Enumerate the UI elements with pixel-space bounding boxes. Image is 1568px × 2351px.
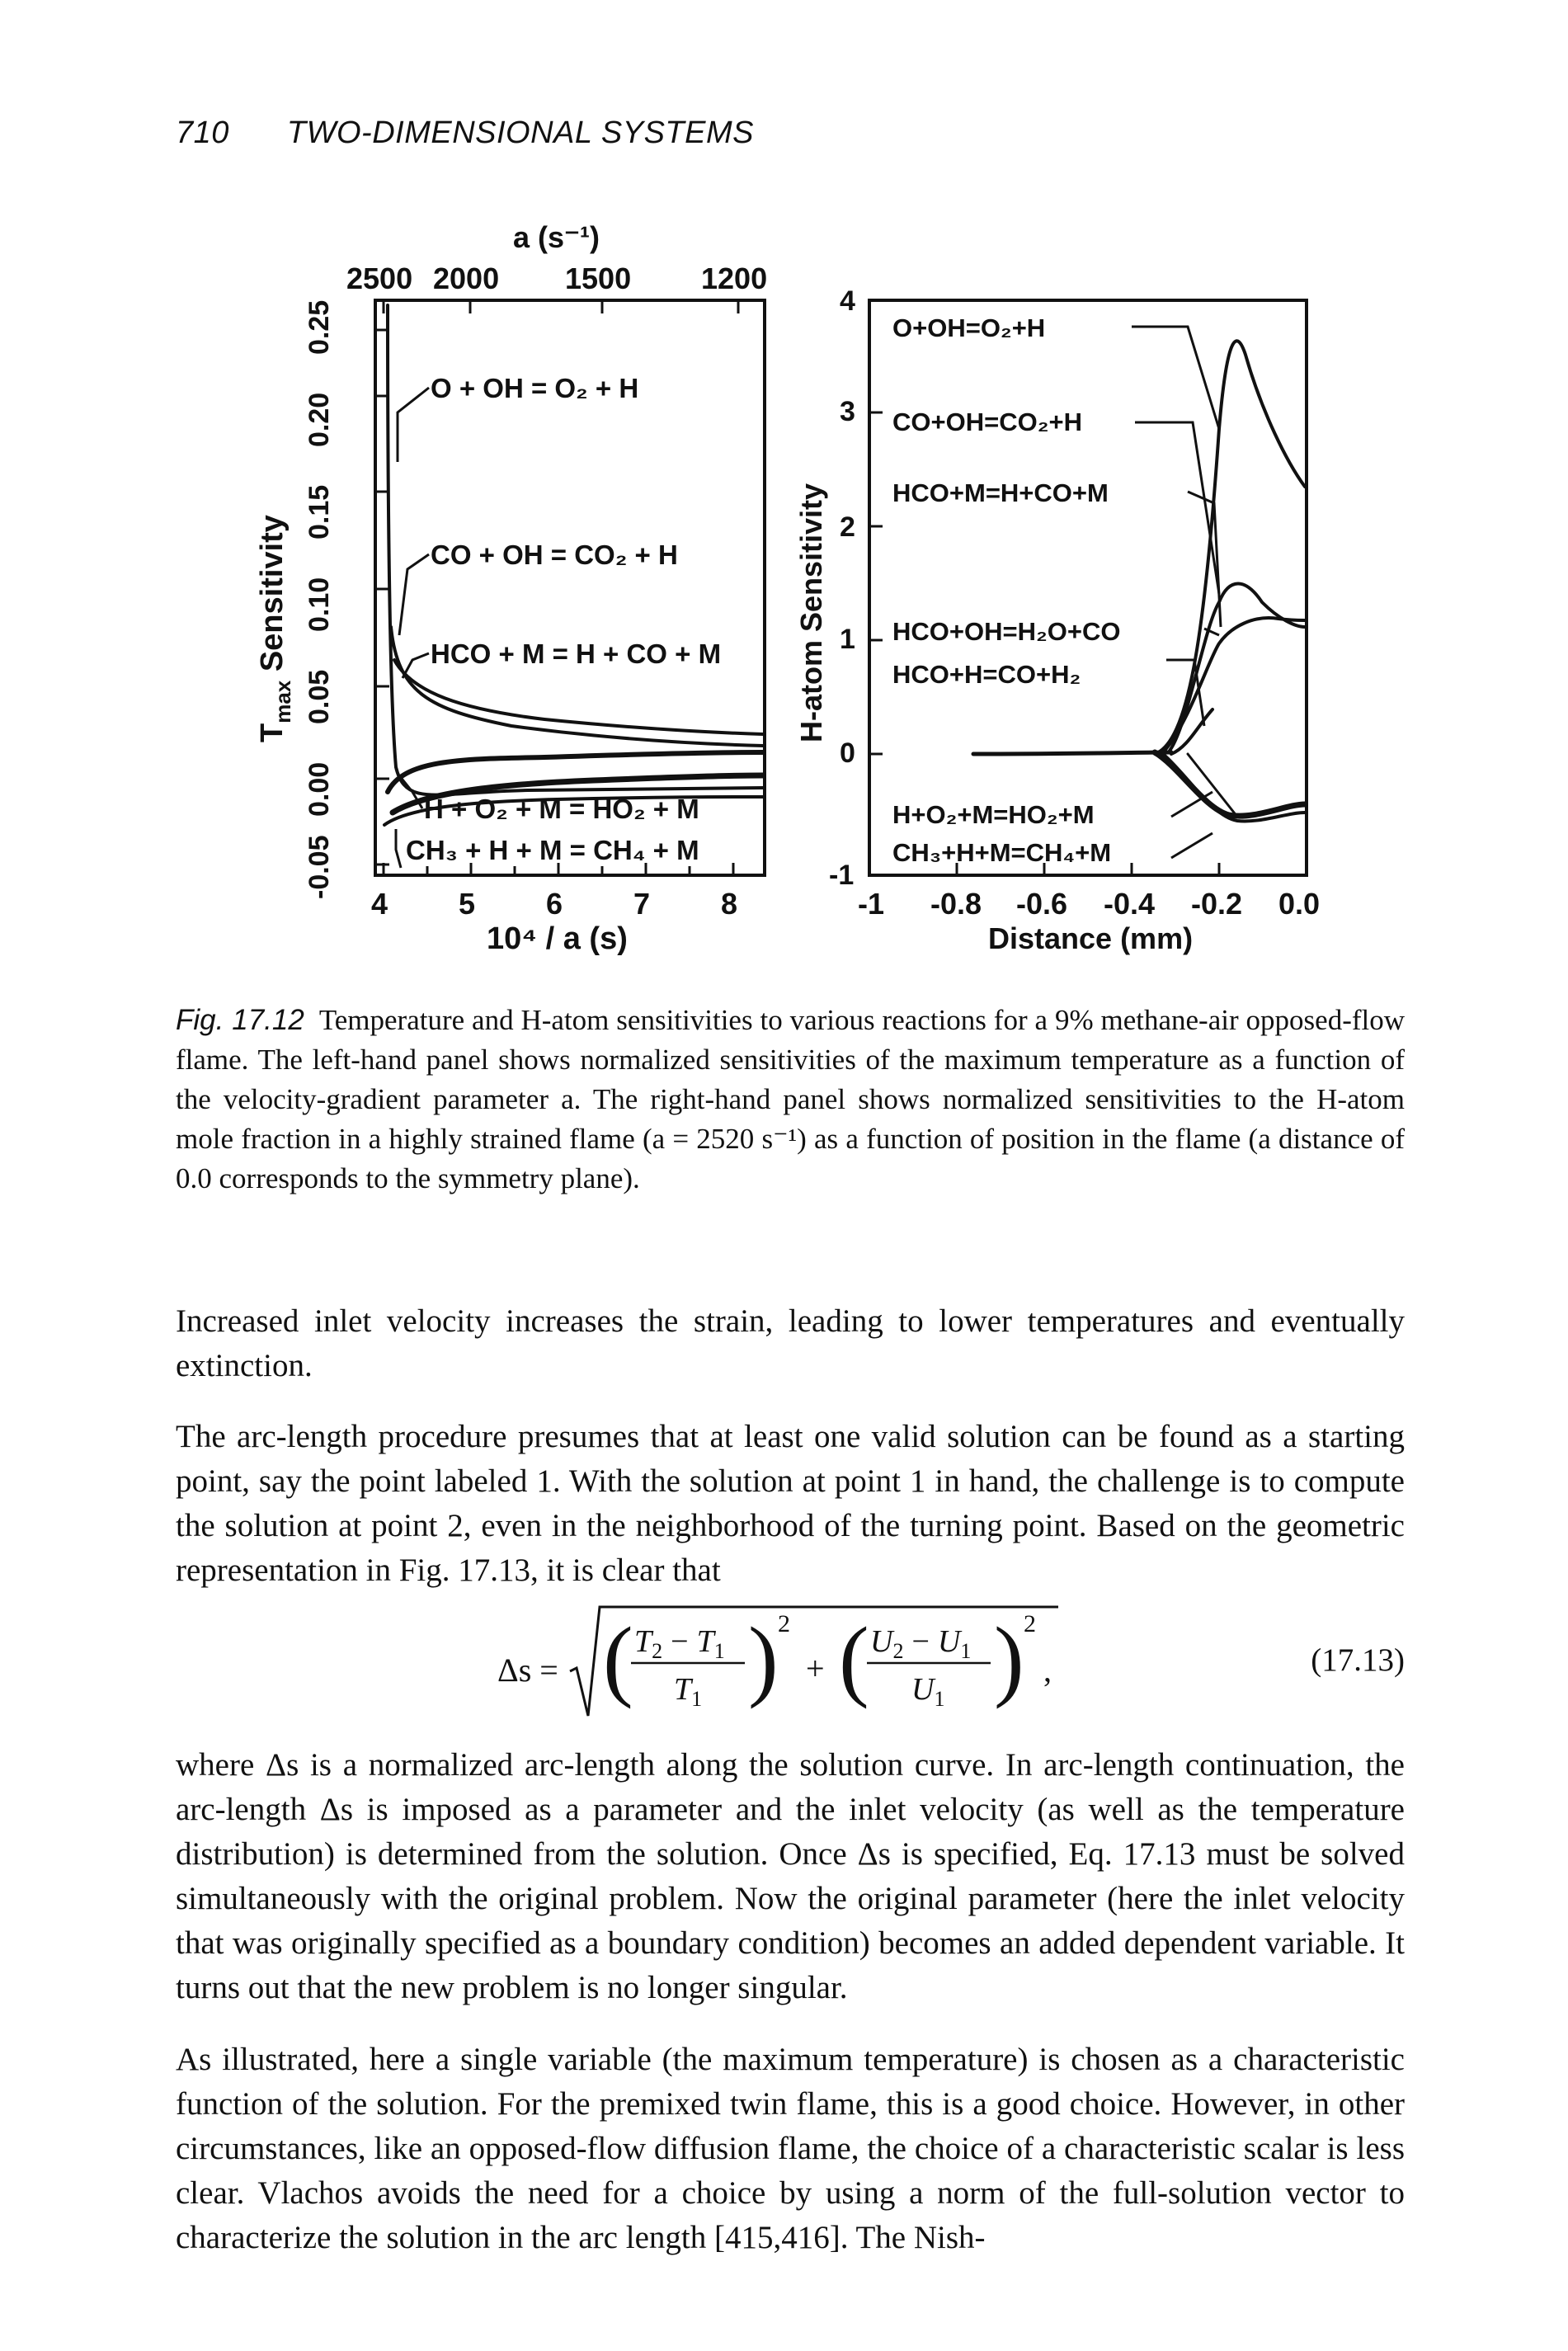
left-y-tick-005: 0.05: [304, 670, 335, 724]
curve-co-oh: [389, 625, 765, 747]
caption-label: Fig. 17.12: [176, 1004, 304, 1036]
annot-o-oh: O + OH = O₂ + H: [431, 373, 638, 403]
svg-text:T2−T1: T2−T1: [634, 1624, 725, 1663]
curve-zero-right: [971, 750, 1174, 756]
curve-ch3-h: [383, 795, 765, 827]
curve-hco-oh-right: [1161, 616, 1307, 754]
equation-17-13: Δs = ( T2−T1 T1 ) 2 + ( U2−U1 U1 ) 2 , (…: [176, 1592, 1405, 1732]
right-annotations: O+OH=O₂+H CO+OH=CO₂+H HCO+M=H+CO+M HCO+O…: [892, 313, 1120, 867]
eq-lhs: Δs =: [497, 1651, 558, 1689]
right-y-axis-label: H-atom Sensitivity: [794, 483, 828, 742]
eq-rparen-2: ): [994, 1609, 1024, 1709]
right-x-axis-label: Distance (mm): [988, 921, 1193, 955]
left-leaders: [394, 386, 430, 869]
right-y-ticks: 4 3 2 1 0 -1: [829, 285, 855, 891]
svg-text:2: 2: [778, 1610, 790, 1637]
right-y-tick-2: 2: [840, 511, 855, 543]
curve-co-oh-right: [1168, 582, 1307, 752]
eq-lparen-2: (: [839, 1609, 869, 1709]
svg-text:+: +: [806, 1650, 825, 1687]
right-x-ticks: -1 -0.8 -0.6 -0.4 -0.2 0.0: [858, 887, 1320, 921]
svg-text:U2−U1: U2−U1: [870, 1624, 971, 1663]
equation-number: (17.13): [1311, 1642, 1405, 1678]
annot-right-co-oh: CO+OH=CO₂+H: [892, 408, 1082, 436]
left-y-tick-015: 0.15: [304, 485, 335, 539]
right-x-tick-m1: -1: [858, 887, 884, 921]
right-y-tick-0: 0: [840, 737, 855, 769]
annot-right-o-oh: O+OH=O₂+H: [892, 313, 1045, 342]
left-top-tick-1200: 1200: [701, 261, 767, 295]
annot-right-h-o2: H+O₂+M=HO₂+M: [892, 800, 1095, 829]
right-plot-frame: [868, 299, 1308, 877]
svg-text:T1: T1: [674, 1672, 702, 1711]
left-y-tick-025: 0.25: [304, 300, 335, 355]
curve-o-oh-right: [1153, 339, 1307, 756]
paragraph-3: where Δs is a normalized arc-length alon…: [176, 1747, 1405, 2005]
paragraph-4: As illustrated, here a single variable (…: [176, 2042, 1405, 2255]
curve-hco-m: [393, 658, 765, 736]
curve-hco-h-right: [1170, 708, 1214, 756]
left-panel: a (s⁻¹) 2500 2000 1500 1200 -0.05 0.00 0…: [255, 220, 767, 956]
running-head: 710 TWO-DIMENSIONAL SYSTEMS: [176, 115, 754, 151]
left-top-tick-2000: 2000: [433, 261, 499, 295]
svg-text:U1: U1: [911, 1672, 944, 1711]
left-x-tick-8: 8: [721, 887, 737, 921]
annot-right-ch3-h: CH₃+H+M=CH₄+M: [892, 838, 1111, 867]
right-x-tick-m06: -0.6: [1016, 887, 1067, 921]
curve-ch3-h-right: [1161, 752, 1307, 823]
page-number: 710: [176, 115, 229, 150]
paragraph-1: Increased inlet velocity increases the s…: [176, 1303, 1405, 1383]
paragraph-2: The arc-length procedure presumes that a…: [176, 1419, 1405, 1588]
left-x-tick-7: 7: [633, 887, 650, 921]
svg-text:2: 2: [1024, 1610, 1036, 1637]
left-y-tick-m005: -0.05: [304, 836, 335, 900]
right-y-tick-3: 3: [840, 396, 855, 427]
left-x-tick-6: 6: [546, 887, 563, 921]
left-y-tick-000: 0.00: [304, 762, 335, 817]
curve-h-o2: [389, 772, 766, 816]
left-top-tick-1500: 1500: [565, 261, 631, 295]
right-y-tick-m1: -1: [829, 860, 854, 891]
right-x-tick-00: 0.0: [1278, 887, 1320, 921]
right-x-tick-m04: -0.4: [1104, 887, 1155, 921]
left-y-axis-label: Tmax Sensitivity: [255, 515, 295, 742]
right-y-tick-4: 4: [840, 285, 855, 317]
annot-hco-m: HCO + M = H + CO + M: [431, 638, 721, 669]
running-title: TWO-DIMENSIONAL SYSTEMS: [286, 115, 754, 150]
eq-radical: [569, 1605, 1058, 1717]
annot-ch3-h: CH₃ + H + M = CH₄ + M: [406, 835, 699, 865]
eq-rparen-1: ): [748, 1609, 779, 1709]
right-panel: 4 3 2 1 0 -1 H-atom Sensitivity -1 -0.8 …: [794, 285, 1320, 955]
right-x-tick-m02: -0.2: [1191, 887, 1242, 921]
curve-co-oh-2: [385, 750, 765, 794]
right-leaders: [1132, 325, 1222, 860]
right-y-tick-1: 1: [840, 624, 855, 655]
right-x-tick-m08: -0.8: [930, 887, 982, 921]
left-x-ticks: 4 5 6 7 8: [371, 887, 737, 921]
curve-h-o2-right: [1151, 749, 1308, 819]
annot-right-hco-oh: HCO+OH=H₂O+CO: [892, 617, 1120, 646]
svg-text:,: ,: [1043, 1651, 1052, 1689]
left-x-axis-label: 10⁴ / a (s): [487, 921, 628, 956]
left-x-tick-5: 5: [459, 887, 475, 921]
annot-right-hco-h: HCO+H=CO+H₂: [892, 660, 1081, 689]
left-x-tick-4: 4: [371, 887, 388, 921]
caption-text: Temperature and H-atom sensitivities to …: [176, 1004, 1405, 1194]
left-top-axis-title: a (s⁻¹): [513, 220, 600, 254]
annot-h-o2: H + O₂ + M = HO₂ + M: [424, 794, 699, 824]
annot-co-oh: CO + OH = CO₂ + H: [431, 539, 678, 570]
left-top-tick-2500: 2500: [346, 261, 412, 295]
annot-right-hco-m: HCO+M=H+CO+M: [892, 478, 1109, 507]
figure-17-12: a (s⁻¹) 2500 2000 1500 1200 -0.05 0.00 0…: [0, 0, 1568, 973]
left-y-tick-020: 0.20: [304, 393, 335, 447]
right-curves: [971, 339, 1308, 823]
left-curves: [383, 304, 766, 827]
eq-lparen-1: (: [603, 1609, 633, 1709]
left-y-tick-010: 0.10: [304, 577, 335, 632]
left-annotations: O + OH = O₂ + H CO + OH = CO₂ + H HCO + …: [406, 373, 721, 865]
left-y-ticks: -0.05 0.00 0.05 0.10 0.15 0.20 0.25: [304, 300, 335, 899]
